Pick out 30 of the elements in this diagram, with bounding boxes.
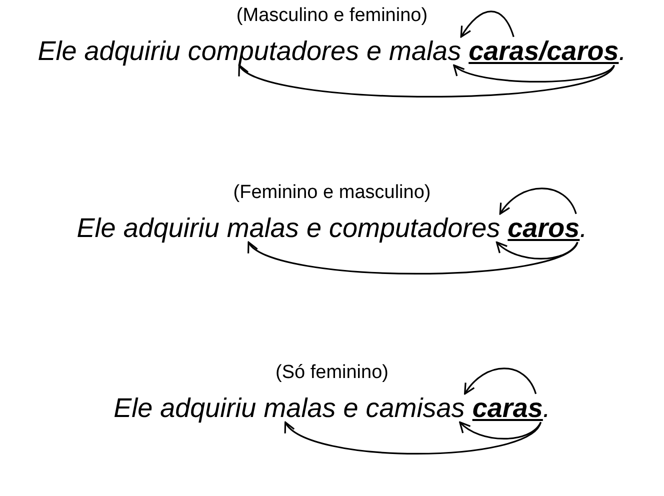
underlined-word: caras/caros	[468, 36, 619, 66]
underlined-word: caras	[472, 394, 543, 422]
sentence-text: Ele adquiriu	[76, 214, 220, 242]
sentence-text: Ele adquiriu	[114, 394, 256, 422]
arrow	[460, 10, 514, 38]
sentence-text: Ele adquiriu	[38, 36, 180, 66]
word: malas	[226, 214, 299, 242]
word: computadores	[188, 36, 359, 66]
arrow	[499, 188, 577, 215]
word: malas	[264, 394, 336, 422]
caption-text: (Feminino e masculino)	[233, 183, 431, 204]
sentence-text: e	[306, 214, 322, 242]
arrow	[248, 241, 578, 274]
period-mark: .	[580, 214, 588, 242]
caption-text: (Só feminino)	[276, 363, 388, 384]
arrow	[459, 421, 542, 440]
underlined-word: caros	[508, 214, 580, 242]
arrow	[284, 421, 542, 454]
period-mark: .	[618, 36, 626, 66]
arrow	[464, 368, 537, 395]
arrow	[238, 64, 615, 98]
word: camisas	[366, 394, 465, 422]
word: computadores	[329, 214, 500, 242]
arrow	[496, 241, 578, 260]
sentence-text: e	[343, 394, 358, 422]
word: malas	[389, 36, 462, 66]
period-mark: .	[542, 394, 550, 422]
arrow	[453, 64, 615, 83]
sentence-text: e	[366, 36, 382, 66]
caption-text: (Masculino e feminino)	[236, 6, 428, 27]
